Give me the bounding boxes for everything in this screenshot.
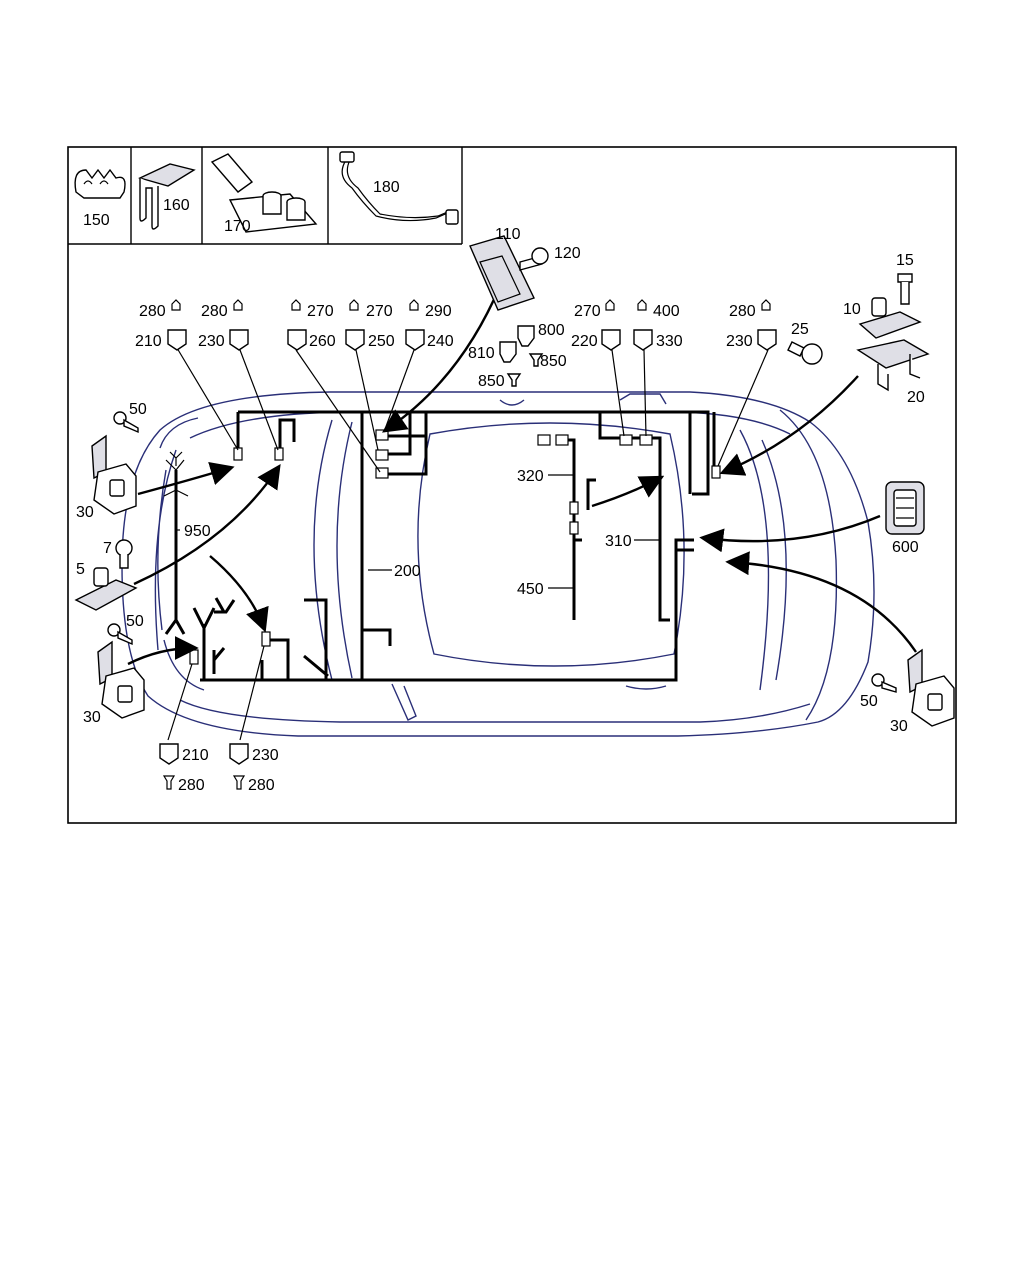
connector <box>375 467 389 479</box>
inset-label-170: 170 <box>224 218 251 235</box>
label-c1-top: 280 <box>139 303 166 320</box>
connector <box>375 429 389 441</box>
connector <box>619 434 633 446</box>
screw-120-icon <box>519 247 549 271</box>
connector <box>639 434 653 446</box>
label-c5-bot: 240 <box>427 333 454 350</box>
label-15: 15 <box>896 252 914 269</box>
label-c8-bot: 230 <box>726 333 753 350</box>
label-c2-top: 280 <box>201 303 228 320</box>
label-c3-bot: 260 <box>309 333 336 350</box>
label-310: 310 <box>605 533 632 550</box>
label-850b: 850 <box>478 373 505 390</box>
harness-connectors <box>189 429 721 665</box>
label-25: 25 <box>791 321 809 338</box>
connector <box>537 434 551 446</box>
bolt-50c-icon <box>871 673 897 693</box>
inset-label-160: 160 <box>163 197 190 214</box>
label-b2-bot: 280 <box>248 777 275 794</box>
label-c4-top: 270 <box>366 303 393 320</box>
control-unit-110-icon <box>469 235 535 311</box>
label-7: 7 <box>103 540 112 557</box>
label-20: 20 <box>907 389 925 406</box>
harness-950 <box>163 451 189 635</box>
label-50b: 50 <box>126 613 144 630</box>
connector <box>569 521 579 535</box>
label-c1-bot: 210 <box>135 333 162 350</box>
bracket-160-icon <box>138 163 196 230</box>
label-b2-top: 230 <box>252 747 279 764</box>
label-810: 810 <box>468 345 495 362</box>
label-c7-top: 400 <box>653 303 680 320</box>
vehicle-body-outline <box>121 391 875 737</box>
label-b1-bot: 280 <box>178 777 205 794</box>
label-200: 200 <box>394 563 421 580</box>
label-c6-bot: 220 <box>571 333 598 350</box>
bolt-50b-icon <box>107 623 133 646</box>
level-sensor-30b-icon <box>97 640 145 719</box>
connector-810-icon <box>499 341 517 363</box>
connector-symbols <box>159 299 777 790</box>
parts-inset-row: 150 160 170 180 <box>68 147 463 245</box>
plug-850a-icon <box>528 353 544 367</box>
connector <box>569 501 579 515</box>
label-10: 10 <box>843 301 861 318</box>
connector <box>555 434 569 446</box>
label-30c: 30 <box>890 718 908 735</box>
label-320: 320 <box>517 468 544 485</box>
label-c3-top: 270 <box>307 303 334 320</box>
label-850a: 850 <box>540 353 567 370</box>
label-50a: 50 <box>129 401 147 418</box>
label-c8-top: 280 <box>729 303 756 320</box>
label-450: 450 <box>517 581 544 598</box>
connector <box>711 465 721 479</box>
label-5: 5 <box>76 561 85 578</box>
mount-5-icon <box>74 567 138 611</box>
module-600-icon <box>885 481 925 535</box>
label-c5-top: 290 <box>425 303 452 320</box>
label-950: 950 <box>184 523 211 540</box>
plug-850b-icon <box>506 373 522 387</box>
screw-15-icon <box>897 273 913 305</box>
label-600: 600 <box>892 539 919 556</box>
bolt-7-icon <box>115 539 133 569</box>
connector <box>274 447 284 461</box>
connector <box>189 649 199 665</box>
label-30a: 30 <box>76 504 94 521</box>
label-800: 800 <box>538 322 565 339</box>
bolt-50a-icon <box>113 411 139 434</box>
diagram-frame <box>67 146 957 824</box>
label-b1-top: 210 <box>182 747 209 764</box>
wiring-harness-lines <box>192 410 716 682</box>
inset-label-150: 150 <box>83 212 110 229</box>
label-50c: 50 <box>860 693 878 710</box>
cable-clip-150-icon <box>74 168 126 199</box>
level-sensor-30a-icon <box>91 434 137 515</box>
arrows <box>127 285 917 666</box>
label-30b: 30 <box>83 709 101 726</box>
part-number-labels: 110 120 800 810 850 850 15 10 25 20 600 … <box>76 226 925 794</box>
bolt-25-icon <box>787 341 823 365</box>
label-120: 120 <box>554 245 581 262</box>
connector <box>233 447 243 461</box>
inset-label-180: 180 <box>373 179 400 196</box>
label-c4-bot: 250 <box>368 333 395 350</box>
label-c6-top: 270 <box>574 303 601 320</box>
label-c7-bot: 330 <box>656 333 683 350</box>
bracket-20-icon <box>856 339 930 392</box>
harness-180-icon <box>339 151 459 225</box>
level-sensor-30c-icon <box>907 648 955 727</box>
grommet-170-icon <box>210 153 318 233</box>
connector-800-icon <box>517 325 535 347</box>
connector <box>375 449 389 461</box>
sensor-10-icon <box>858 297 922 339</box>
connector <box>261 631 271 647</box>
label-c2-bot: 230 <box>198 333 225 350</box>
label-110: 110 <box>495 226 521 243</box>
